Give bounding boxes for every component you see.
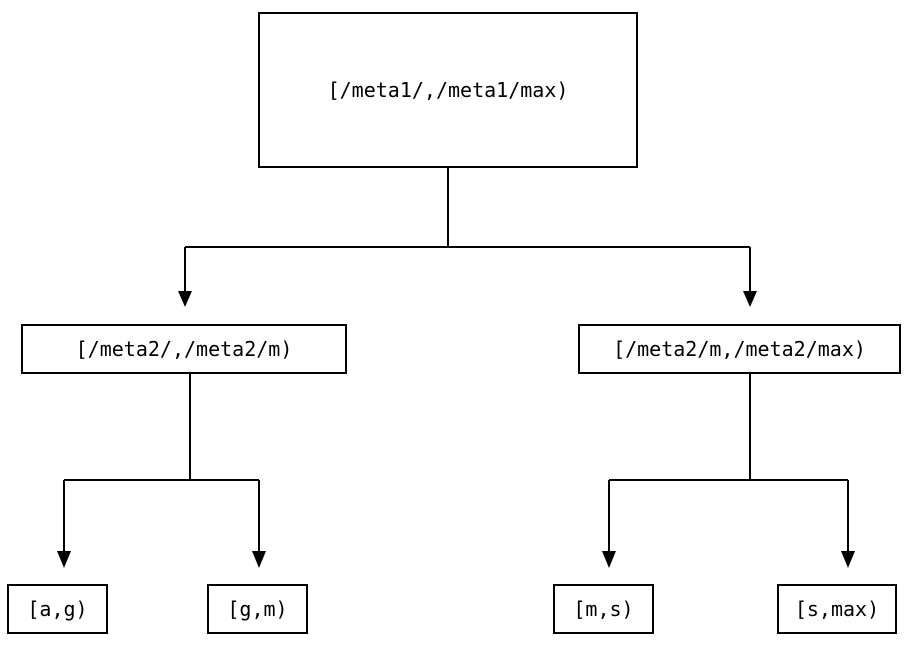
node-leaf-3-label: [m,s) (573, 597, 634, 621)
arrowhead-leaf-3 (602, 551, 616, 568)
arrowhead-leaf-4 (841, 551, 855, 568)
node-mid-left-label: [/meta2/,/meta2/m) (75, 337, 293, 361)
node-mid-right[interactable]: [/meta2/m,/meta2/max) (578, 324, 901, 374)
node-leaf-1[interactable]: [a,g) (7, 584, 108, 634)
arrowhead-leaf-1 (57, 551, 71, 568)
node-root-label: [/meta1/,/meta1/max) (327, 78, 569, 102)
node-mid-left[interactable]: [/meta2/,/meta2/m) (21, 324, 347, 374)
node-leaf-1-label: [a,g) (27, 597, 88, 621)
node-leaf-4-label: [s,max) (794, 597, 880, 621)
node-leaf-2-label: [g,m) (227, 597, 288, 621)
node-leaf-4[interactable]: [s,max) (777, 584, 897, 634)
arrowhead-mid-right (743, 291, 757, 307)
node-leaf-2[interactable]: [g,m) (207, 584, 308, 634)
node-mid-right-label: [/meta2/m,/meta2/max) (613, 337, 866, 361)
arrowhead-mid-left (178, 291, 192, 307)
arrowhead-leaf-2 (252, 551, 266, 568)
node-root[interactable]: [/meta1/,/meta1/max) (258, 12, 638, 168)
node-leaf-3[interactable]: [m,s) (553, 584, 654, 634)
